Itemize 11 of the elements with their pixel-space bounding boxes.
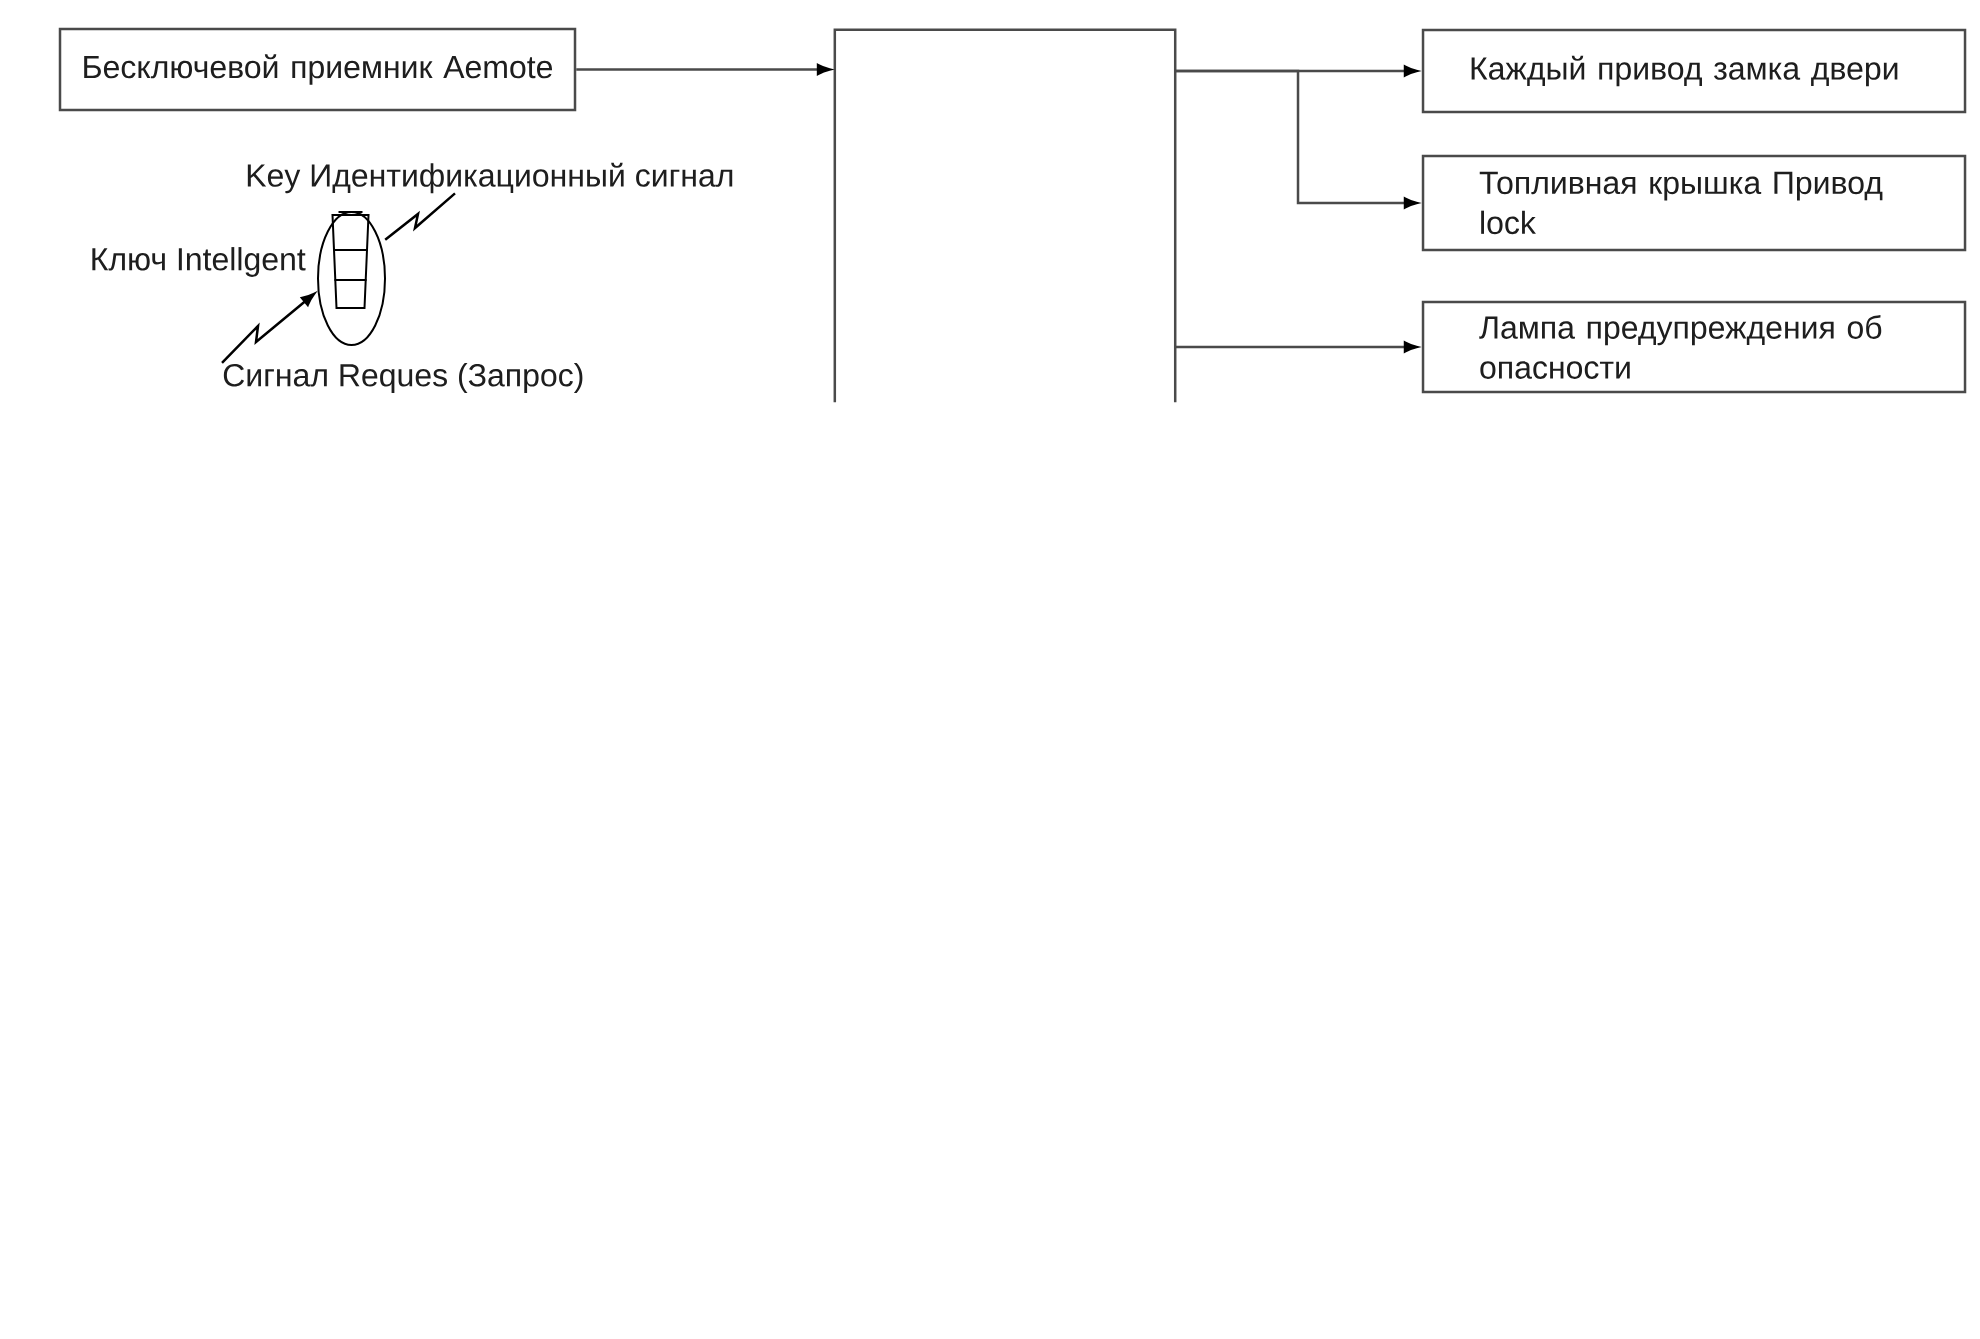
signal-label: Key Идентификационный сигнал bbox=[247, 162, 733, 194]
process-box: Каждый привод замка двери bbox=[1421, 28, 1967, 114]
process-box: Топливная крышка Привод lock bbox=[1421, 154, 1967, 252]
signal-line bbox=[384, 192, 456, 241]
key-fob-drawing bbox=[317, 211, 386, 346]
empty-box bbox=[833, 28, 1177, 403]
node-label: Ключ Intellgent bbox=[92, 247, 306, 277]
process-box: Лампа предупреждения об опасности bbox=[1421, 300, 1967, 394]
signal-label: Сигнал Reques (Запрос) bbox=[223, 363, 583, 393]
signal-arrow bbox=[221, 292, 315, 364]
process-box: Бесключевой приемник Aemote bbox=[58, 27, 577, 112]
